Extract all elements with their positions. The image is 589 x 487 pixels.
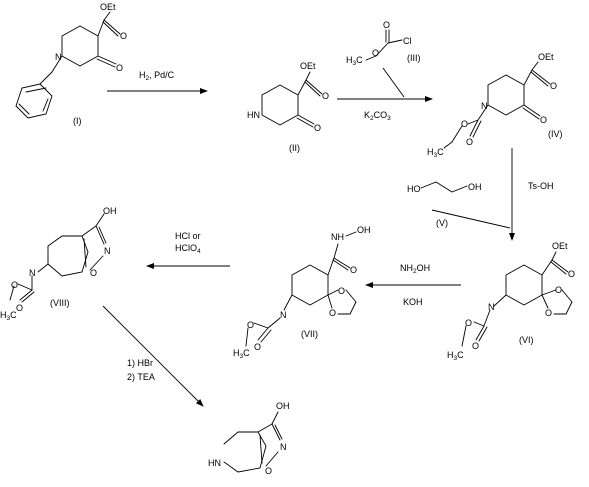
compound-II-ester-o: O — [322, 91, 329, 101]
compound-IV-oet: OEt — [538, 52, 554, 62]
compound-V-label: (V) — [436, 218, 448, 228]
compound-VII-label: (VII) — [301, 329, 318, 339]
compound-VIII-o-ether: O — [11, 280, 18, 290]
compound-V-bonds — [420, 181, 468, 193]
compound-VIII: OH N O N O O H3C (VIII) — [0, 206, 117, 322]
compound-I-n: N — [55, 52, 62, 62]
compound-II-label: (II) — [289, 143, 300, 153]
arrow-step-3-reagent-line — [431, 209, 511, 229]
compound-V: HO OH (V) — [407, 181, 482, 228]
compound-VI-dioxolane-o2: O — [545, 308, 552, 318]
final-product-n-iso: N — [280, 442, 287, 452]
compound-VII-bonds — [245, 231, 357, 347]
reagent-step-6-a: 1) HBr — [127, 358, 153, 368]
compound-II: OEt O O HN (II) — [247, 61, 329, 153]
compound-IV-bonds — [443, 61, 551, 149]
compound-IV-n: N — [481, 101, 488, 111]
arrow-step-6 — [102, 305, 204, 407]
compound-VIII-bonds — [9, 213, 107, 303]
compound-VII-dioxolane-o1: O — [338, 286, 345, 296]
compound-III-o-ether: O — [372, 48, 379, 58]
final-product-bonds — [223, 411, 283, 473]
compound-VII-nh: NH — [331, 232, 344, 242]
reagent-step-4-base: KOH — [403, 297, 423, 307]
compound-I-ketone-o: O — [116, 63, 123, 73]
reagent-step-3: Ts-OH — [528, 181, 554, 191]
compound-VIII-o-carbonyl: O — [16, 303, 23, 313]
compound-IV-ester-o: O — [550, 81, 557, 91]
compound-VI-bonds — [461, 251, 573, 347]
compound-IV-o-ether: O — [461, 119, 468, 129]
compound-I-bonds — [15, 11, 121, 119]
compound-VII-oh: OH — [357, 225, 371, 235]
compound-II-ketone-o: O — [314, 123, 321, 133]
compound-II-bonds — [261, 71, 323, 128]
final-product: OH N O HN — [208, 401, 290, 476]
compound-III-cl: Cl — [403, 36, 412, 46]
compound-III-h3c: H3C — [346, 55, 363, 67]
compound-III-o-carbonyl: O — [383, 20, 390, 30]
compound-VIII-oh: OH — [103, 206, 117, 216]
compound-VII-n: N — [280, 310, 287, 320]
compound-III-label: (III) — [407, 53, 421, 63]
compound-VII-dioxolane-o2: O — [329, 308, 336, 318]
compound-V-oh: OH — [468, 182, 482, 192]
reagent-step-4: NH2OH — [400, 263, 430, 275]
compound-I-ester-o: O — [120, 31, 127, 41]
reagent-step-2: K2CO3 — [364, 110, 391, 122]
compound-VII: NH OH O O O N O O H3C (VII) — [233, 225, 371, 360]
compound-VIII-label: (VIII) — [50, 298, 70, 308]
compound-VII-amide-o: O — [350, 265, 357, 275]
compound-VI-oet: OEt — [552, 241, 568, 251]
compound-V-ho: HO — [407, 184, 421, 194]
compound-VII-o-carbonyl: O — [254, 342, 261, 352]
compound-II-oet: OEt — [300, 61, 316, 71]
compound-VI-o-ether: O — [465, 318, 472, 328]
compound-IV-ketone-o: O — [540, 115, 547, 125]
compound-VI-dioxolane-o1: O — [555, 285, 562, 295]
compound-VI-label: (VI) — [519, 335, 534, 345]
reagent-step-6-b: 2) TEA — [127, 372, 155, 382]
compound-VIII-n: N — [29, 268, 36, 278]
final-product-hn: HN — [208, 458, 221, 468]
compound-III-bonds — [365, 29, 403, 61]
compound-VII-h3c: H3C — [233, 348, 250, 360]
reagent-step-5-b: HClO4 — [175, 243, 201, 255]
compound-IV: OEt O O N O O H3C (IV) — [427, 52, 563, 159]
reagent-step-1: H2, Pd/C — [139, 70, 175, 82]
compound-I-oet: OEt — [100, 2, 116, 12]
compound-VIII-o-iso: O — [90, 268, 97, 278]
compound-II-hn: HN — [247, 110, 260, 120]
compound-I-label: (I) — [73, 116, 82, 126]
final-product-oh: OH — [276, 401, 290, 411]
compound-VI: OEt O O O N O O H3C (VI) — [447, 241, 575, 362]
compound-VIII-h3c: H3C — [0, 310, 17, 322]
reagent-step-5-a: HCl or — [175, 231, 201, 241]
final-product-o-iso: O — [265, 466, 272, 476]
compound-VI-n: N — [488, 302, 495, 312]
compound-III: O Cl O H3C (III) — [346, 20, 421, 67]
compound-VI-ester-o: O — [568, 269, 575, 279]
compound-IV-label: (IV) — [548, 129, 563, 139]
compound-VIII-n-iso: N — [104, 246, 111, 256]
compound-IV-o-carbonyl: O — [466, 137, 473, 147]
compound-VI-o-carbonyl: O — [472, 341, 479, 351]
compound-VI-h3c: H3C — [447, 350, 464, 362]
arrow-step-2-reagent-line — [382, 67, 405, 98]
compound-IV-h3c: H3C — [427, 147, 444, 159]
compound-VII-o-ether: O — [247, 320, 254, 330]
compound-I: OEt O O N (I) — [15, 2, 127, 126]
